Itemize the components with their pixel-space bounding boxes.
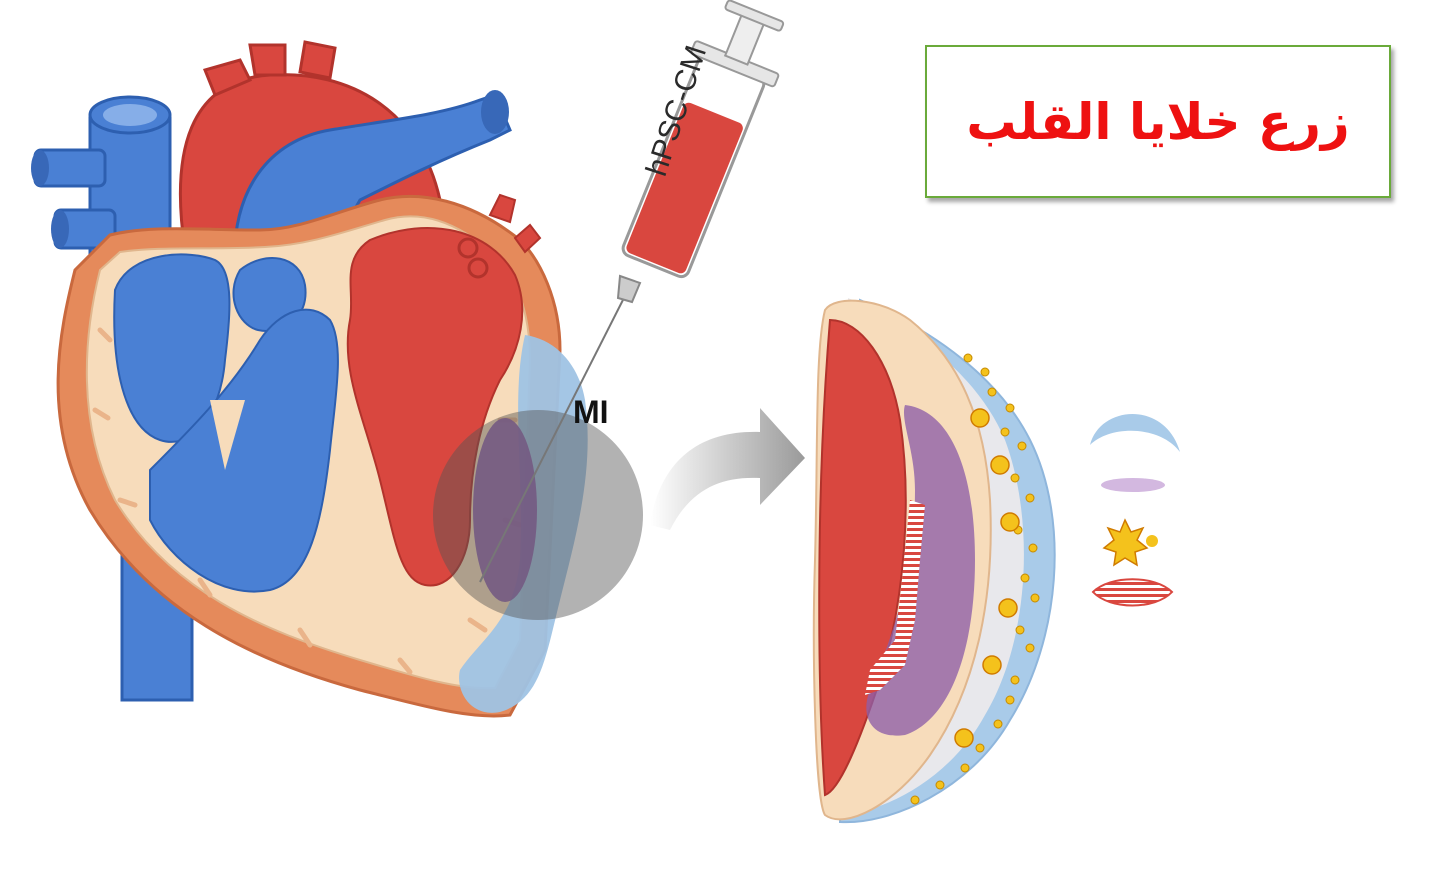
legend-cell-icon xyxy=(1102,518,1158,567)
right-ventricle xyxy=(149,308,339,593)
syringe-icon xyxy=(479,0,785,583)
mi-highlight-circle xyxy=(433,410,643,620)
legend-patch-icon xyxy=(1090,413,1180,452)
curved-arrow-icon xyxy=(650,408,805,530)
legend-icons xyxy=(1090,413,1180,607)
infarct-region xyxy=(473,418,537,602)
page-title: زرع خلايا القلب xyxy=(966,92,1350,151)
left-ventricle xyxy=(346,227,524,587)
title-box: زرع خلايا القلب xyxy=(925,45,1391,198)
legend-cardiomyocyte-icon xyxy=(1091,578,1174,607)
heart-wall-section xyxy=(812,298,1056,824)
engrafted-cells xyxy=(865,500,925,695)
right-atrium xyxy=(113,253,231,443)
legend-infarct-icon xyxy=(1101,478,1165,492)
mi-label: MI xyxy=(573,394,609,430)
heart-illustration xyxy=(31,40,643,718)
